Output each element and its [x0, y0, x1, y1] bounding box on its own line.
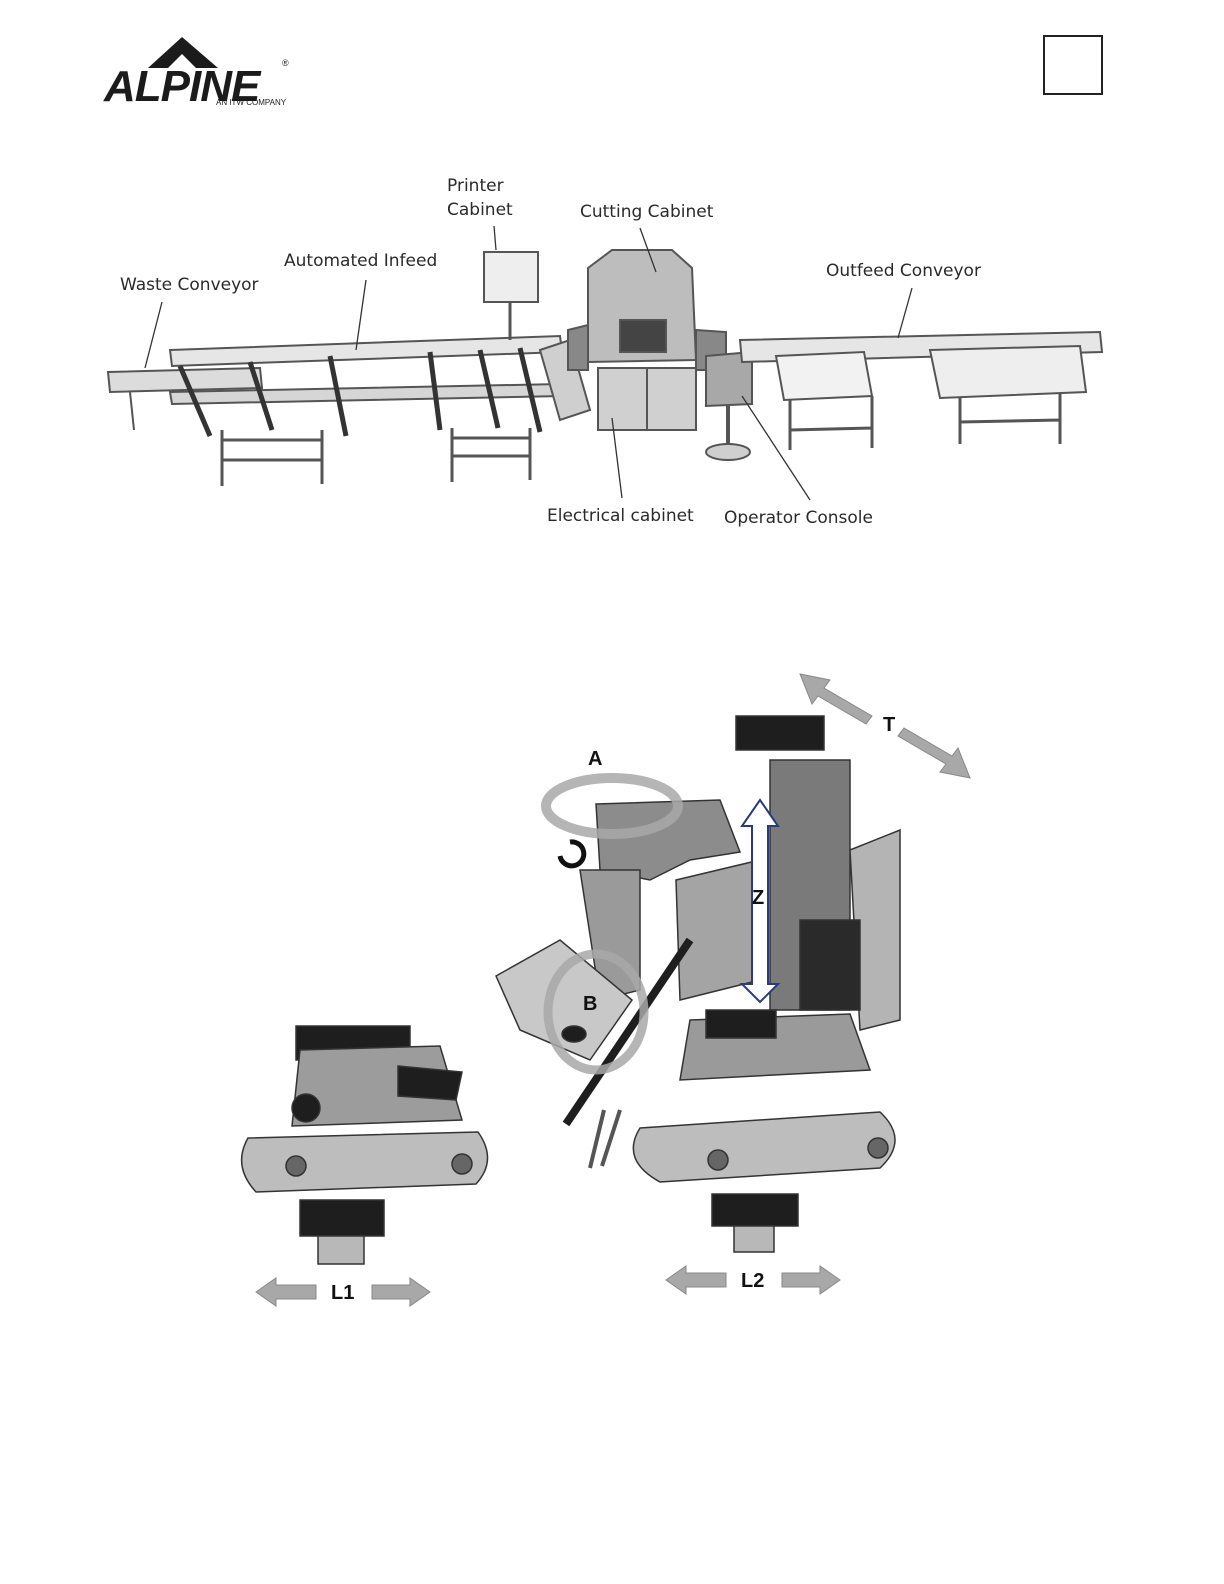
axis-label-l2: L2 [741, 1270, 764, 1293]
axis-label-z: Z [752, 887, 764, 910]
axis-label-t: T [883, 714, 895, 737]
axis-label-b: B [583, 993, 597, 1016]
axis-label-a: A [588, 748, 602, 771]
axis-label-l1: L1 [331, 1282, 354, 1305]
